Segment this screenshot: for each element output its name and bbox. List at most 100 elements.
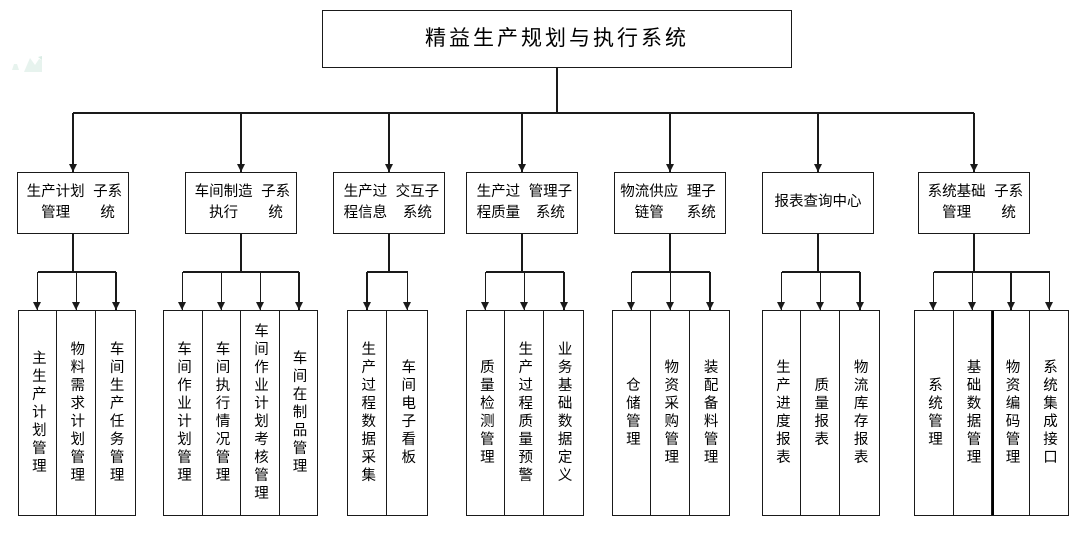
- module-box[interactable]: 物资编码管理: [992, 311, 1030, 515]
- subsystem-stem-4: [669, 234, 671, 272]
- module-label: 物料需求计划管理: [68, 341, 85, 485]
- module-arrow-0-2: [111, 302, 120, 310]
- module-stem-2-1: [406, 272, 409, 310]
- subsystem-box-0[interactable]: 生产计划管理子系统: [17, 172, 129, 234]
- module-box[interactable]: 车间生产任务管理: [95, 311, 135, 515]
- subsystem-stem-1: [240, 234, 242, 272]
- module-arrow-4-2: [705, 302, 714, 310]
- subsystem-stem-3: [521, 234, 523, 272]
- module-box[interactable]: 装配备料管理: [689, 311, 729, 515]
- sub-bus-5: [781, 271, 860, 273]
- module-group-6: 系统管理基础数据管理物资编码管理 系统集成接口: [914, 310, 1069, 516]
- module-arrow-2-0: [362, 302, 371, 310]
- module-box[interactable]: 业务基础数据定义: [543, 311, 583, 515]
- root-title-box: 精益生产规划与执行系统: [322, 10, 792, 68]
- module-stem-5-2: [859, 272, 861, 310]
- module-group-5: 生产进度报表 质量报表物流库存报表: [762, 310, 880, 516]
- subsystem-box-2[interactable]: 生产过程信息交互子系统: [333, 172, 445, 234]
- module-box[interactable]: 基础数据管理: [953, 311, 992, 515]
- branch-arrow-3: [517, 164, 526, 172]
- subsystem-box-5[interactable]: 报表查询中心: [762, 172, 874, 234]
- module-stem-1-3: [298, 272, 300, 310]
- module-label: 生产进度报表: [773, 359, 790, 467]
- mountain-watermark: [8, 48, 63, 78]
- module-label: 物资编码管理: [1003, 359, 1020, 467]
- module-arrow-2-1: [403, 302, 411, 310]
- module-label: 车间生产任务管理: [107, 341, 124, 485]
- module-box[interactable]: 物资采购管理: [651, 311, 690, 515]
- module-arrow-6-1: [968, 302, 976, 310]
- module-stem-1-1: [220, 272, 223, 310]
- module-group-1: 车间作业计划管理 车间执行情况管理车间作业计划考核管理车间在制品管理: [163, 310, 318, 516]
- module-group-2: 生产过程数据采集车间电子看板: [347, 310, 428, 516]
- module-arrow-3-2: [559, 302, 568, 310]
- module-stem-6-0: [932, 272, 935, 310]
- branch-arrow-6: [969, 164, 978, 172]
- subsystem-box-6[interactable]: 系统基础管理子系统: [918, 172, 1030, 234]
- module-stem-6-1: [971, 272, 974, 310]
- module-box[interactable]: 车间在制品管理: [279, 311, 317, 515]
- module-box[interactable]: 生产进度报表: [763, 311, 802, 515]
- module-stem-4-0: [630, 272, 633, 310]
- module-box[interactable]: 质量报表: [801, 311, 840, 515]
- root-stem: [556, 68, 558, 113]
- module-box[interactable]: 主生产计划管理: [19, 311, 58, 515]
- module-box[interactable]: 车间电子看板: [387, 311, 427, 515]
- branch-stem-0: [72, 113, 74, 172]
- module-box[interactable]: 物料需求计划管理: [57, 311, 96, 515]
- module-group-3: 质量检测管理生产过程质量预警 业务基础数据定义: [466, 310, 584, 516]
- module-box[interactable]: 质量检测管理: [467, 311, 506, 515]
- module-stem-6-3: [1048, 272, 1051, 310]
- module-arrow-4-1: [666, 302, 674, 310]
- module-arrow-1-2: [256, 302, 264, 310]
- main-bus: [73, 112, 974, 114]
- module-label: 生产过程数据采集: [359, 341, 376, 485]
- module-arrow-6-0: [929, 302, 937, 310]
- module-label: 生产过程质量预警: [516, 341, 533, 485]
- module-box[interactable]: 车间作业计划考核管理: [241, 311, 280, 515]
- module-stem-4-1: [669, 272, 672, 310]
- module-arrow-1-1: [217, 302, 225, 310]
- branch-arrow-0: [68, 164, 77, 172]
- module-box[interactable]: 车间执行情况管理: [202, 311, 241, 515]
- subsystem-label-line: 管理子系统: [528, 183, 573, 221]
- module-box[interactable]: 系统集成接口: [1029, 311, 1069, 515]
- module-group-0: 主生产计划管理 物料需求计划管理 车间生产任务管理: [18, 310, 136, 516]
- module-label: 系统集成接口: [1041, 359, 1058, 467]
- module-box[interactable]: 生产过程质量预警: [505, 311, 544, 515]
- module-label: 车间在制品管理: [290, 350, 307, 476]
- module-arrow-6-2: [1006, 302, 1015, 310]
- subsystem-label-line: 系统基础管理: [927, 183, 986, 221]
- module-box[interactable]: 仓储管理: [613, 311, 652, 515]
- branch-stem-6: [973, 113, 975, 172]
- module-label: 车间执行情况管理: [213, 341, 230, 485]
- subsystem-label-line: 交互子系统: [395, 183, 440, 221]
- subsystem-box-3[interactable]: 生产过程质量管理子系统: [466, 172, 578, 234]
- module-box[interactable]: 系统管理: [915, 311, 954, 515]
- module-stem-3-1: [523, 272, 526, 310]
- module-stem-1-2: [259, 272, 262, 310]
- subsystem-box-4[interactable]: 物流供应链管理子系统: [614, 172, 726, 234]
- sub-bus-1: [182, 271, 299, 273]
- subsystem-box-1[interactable]: 车间制造执行子系统: [185, 172, 297, 234]
- module-stem-5-1: [819, 272, 822, 310]
- module-box[interactable]: 车间作业计划管理: [164, 311, 203, 515]
- module-stem-0-2: [115, 272, 117, 310]
- branch-stem-4: [669, 113, 671, 172]
- module-arrow-0-1: [72, 302, 80, 310]
- module-arrow-0-0: [33, 302, 41, 310]
- subsystem-stem-2: [388, 234, 390, 272]
- module-label: 质量报表: [812, 377, 829, 449]
- module-stem-1-0: [181, 272, 184, 310]
- module-arrow-1-3: [294, 302, 303, 310]
- sub-bus-2: [367, 271, 408, 273]
- module-label: 主生产计划管理: [29, 350, 46, 476]
- module-arrow-3-1: [520, 302, 528, 310]
- module-arrow-3-0: [481, 302, 489, 310]
- module-box[interactable]: 生产过程数据采集: [348, 311, 388, 515]
- module-stem-3-2: [563, 272, 565, 310]
- module-label: 车间作业计划管理: [175, 341, 191, 485]
- module-box[interactable]: 物流库存报表: [839, 311, 879, 515]
- module-label: 业务基础数据定义: [555, 341, 572, 485]
